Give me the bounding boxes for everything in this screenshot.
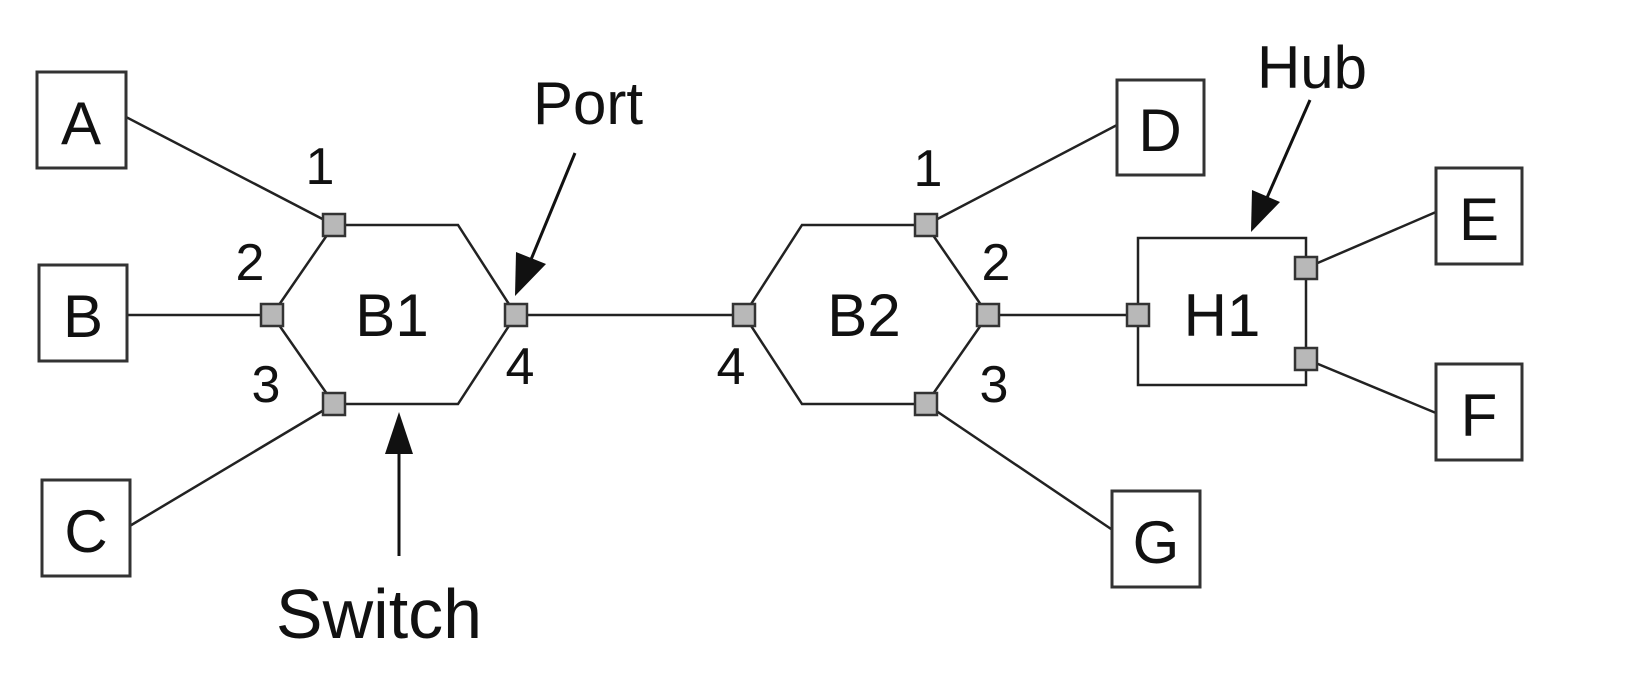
switch-b1-port-3-label: 3 [252, 356, 281, 414]
hub-h1-port-bottom-right [1293, 346, 1319, 372]
hosts: A B C D E F G [35, 70, 1524, 589]
switch-b1-port-2 [259, 302, 285, 328]
hub-h1: H1 [1125, 236, 1319, 387]
switch-b2-label: B2 [827, 282, 900, 349]
switch-b1: B1 1 2 3 4 [236, 138, 535, 417]
host-a-box [35, 70, 128, 170]
switch-b2-port-4 [731, 302, 757, 328]
host-f-label: F [1461, 382, 1498, 449]
switch-b2-port-3-label: 3 [980, 356, 1009, 414]
hub-h1-port-left [1125, 302, 1151, 328]
host-c-label: C [64, 498, 107, 565]
host-d-box [1115, 78, 1206, 177]
hub-annotation-label: Hub [1257, 34, 1367, 101]
host-c: C [40, 478, 132, 578]
host-b: B [37, 263, 129, 363]
switch-b1-port-1 [321, 212, 347, 238]
hub-h1-label: H1 [1184, 282, 1261, 349]
host-g-label: G [1133, 509, 1180, 576]
port-arrow-line [528, 152, 577, 263]
host-a: A [35, 70, 128, 170]
switch-b1-port-2-label: 2 [236, 234, 265, 292]
host-d: D [1115, 78, 1206, 177]
switch-b1-port-3 [321, 391, 347, 417]
switch-b2-port-4-label: 4 [717, 338, 746, 396]
switch-arrow-head [385, 412, 413, 454]
host-c-box [40, 478, 132, 578]
hub-h1-port-top-right [1293, 255, 1319, 281]
wire-h1-f [1305, 357, 1437, 415]
wire-d-b2 [925, 123, 1118, 227]
switch-b1-port-1-label: 1 [306, 138, 335, 196]
wire-g-b2 [925, 402, 1118, 535]
host-b-label: B [63, 283, 103, 350]
port-annotation-label: Port [533, 70, 643, 137]
switch-b2-port-1 [913, 212, 939, 238]
switch-b1-label: B1 [355, 282, 428, 349]
switch-b1-port-4 [503, 302, 529, 328]
host-e-label: E [1459, 186, 1499, 253]
switch-b2-port-2-label: 2 [982, 234, 1011, 292]
host-g: G [1110, 489, 1202, 589]
host-e-box [1434, 166, 1524, 266]
hub-arrow-head [1251, 190, 1280, 232]
wire-c-b1 [127, 402, 335, 529]
annotations: Port Switch Hub [276, 34, 1367, 653]
wires [125, 115, 1437, 535]
host-f-box [1434, 362, 1524, 462]
host-g-box [1110, 489, 1202, 589]
switch-b2-port-2 [975, 302, 1001, 328]
host-d-label: D [1138, 97, 1181, 164]
host-e: E [1434, 166, 1524, 266]
host-f: F [1434, 362, 1524, 462]
switch-b1-port-4-label: 4 [506, 338, 535, 396]
switch-annotation-label: Switch [276, 575, 482, 653]
host-b-box [37, 263, 129, 363]
port-arrow-head [515, 252, 546, 296]
host-a-label: A [61, 90, 101, 157]
wire-h1-e [1305, 210, 1437, 270]
switch-b2-port-1-label: 1 [914, 140, 943, 198]
hub-arrow-line [1264, 99, 1312, 201]
switch-b2-port-3 [913, 391, 939, 417]
wire-a-b1 [125, 115, 335, 227]
switch-b2: B2 1 2 3 4 [717, 140, 1011, 417]
